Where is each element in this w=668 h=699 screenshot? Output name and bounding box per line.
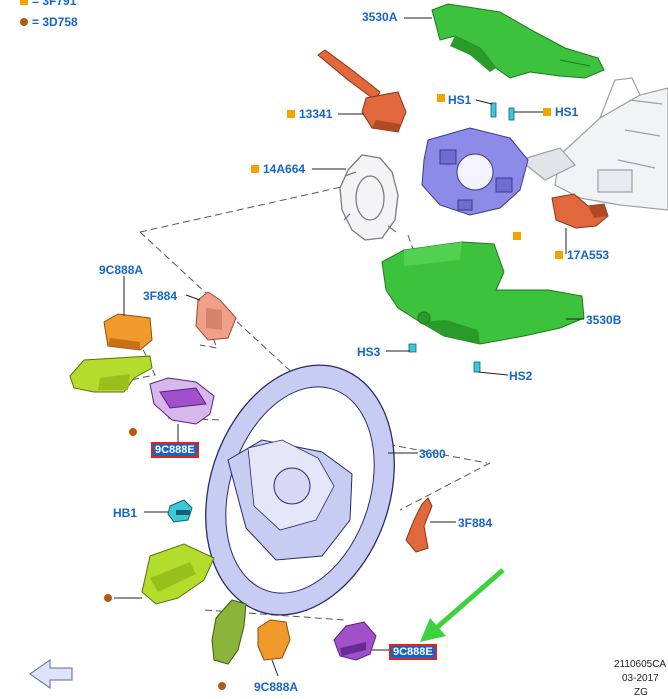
callout-HS1-right: HS1: [543, 105, 578, 119]
callout-9C888A-upper: 9C888A: [99, 263, 144, 277]
steering-column: [518, 77, 668, 211]
bracket-9C888E-bottom: [333, 621, 377, 661]
orange-square-icon: [20, 0, 28, 5]
callout-HS3: HS3: [357, 345, 381, 359]
brown-dot-icon: [20, 18, 28, 26]
callout-3F884-upper: 3F884: [143, 289, 178, 303]
figure-date: 03-2017: [622, 673, 659, 684]
orange-square-icon: [287, 110, 295, 118]
leader-lines: [114, 17, 584, 677]
part-markers: [104, 94, 521, 690]
figure-id: 2110605CA: [614, 659, 667, 670]
switch-ring-14A664: [339, 154, 399, 241]
callout-9C888A-lower: 9C888A: [254, 680, 299, 694]
pointer-arrow: [420, 568, 505, 642]
callout-3600: 3600: [419, 447, 446, 461]
paddle-3F884-right: [405, 497, 433, 553]
module-9C888A-lower: [257, 619, 291, 661]
orange-square-icon: [251, 165, 259, 173]
callout-14A664: 14A664: [251, 162, 305, 176]
callout-13341: 13341: [287, 107, 332, 121]
trim-left-upper: [69, 355, 153, 393]
callout-9C888E-left: 9C888E: [151, 442, 199, 458]
callout-HB1: HB1: [113, 506, 138, 520]
callout-3530A: 3530A: [362, 10, 398, 24]
orange-square-icon: [543, 108, 551, 116]
fasteners: [408, 102, 515, 373]
bolt-HB1: [167, 499, 193, 523]
callout-HS1-left: HS1: [448, 93, 472, 107]
upper-shroud-3530A: [431, 3, 605, 79]
legend-item-square: square= 3F791: [20, 0, 76, 8]
steering-wheel-3600: [205, 364, 395, 616]
lower-shroud-3530B: [381, 241, 585, 345]
paddle-3F884-upper: [195, 291, 237, 341]
legend-code: 3F791: [42, 0, 77, 8]
switch-13341: [317, 49, 407, 133]
callout-HS2: HS2: [509, 369, 533, 383]
callout-3F884-right: 3F884: [458, 516, 493, 530]
bracket-bottom-left: [211, 599, 247, 665]
trim-left-lower: [141, 543, 215, 605]
clockspring-assembly: [421, 127, 529, 216]
legend-code: 3D758: [42, 15, 78, 29]
view-direction-icon: [29, 659, 73, 689]
figure-code: ZG: [634, 687, 648, 698]
callout-9C888E-bottom: 9C888E: [389, 644, 437, 660]
callout-3530B: 3530B: [586, 313, 622, 327]
module-9C888A-upper: [103, 313, 153, 351]
orange-square-icon: [555, 251, 563, 259]
callout-17A553: 17A553: [555, 248, 609, 262]
bracket-9C888E-left: [149, 377, 215, 425]
legend-item-dot: dot= 3D758: [20, 15, 78, 29]
switch-17A553: [551, 193, 609, 229]
